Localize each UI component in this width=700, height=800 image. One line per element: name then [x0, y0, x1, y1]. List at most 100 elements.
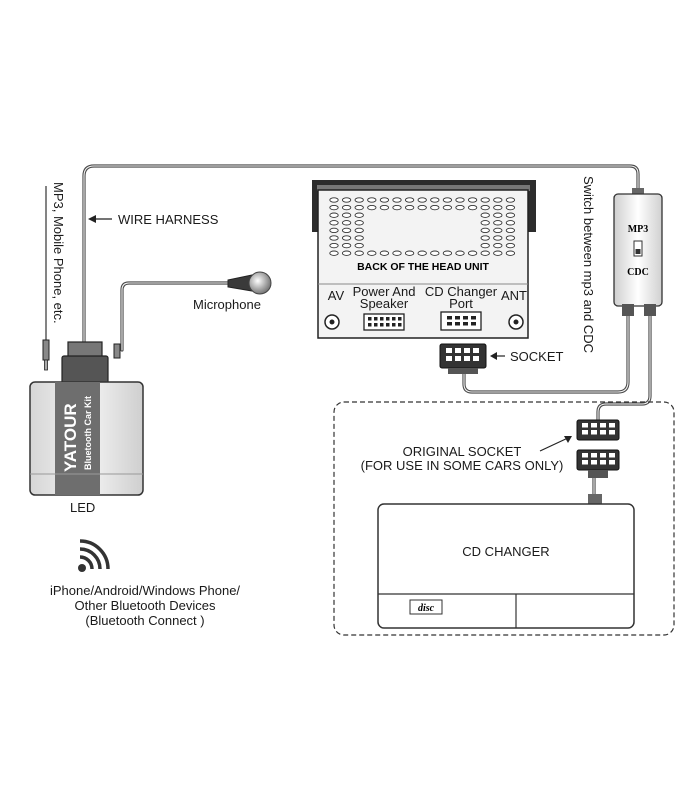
vent-hole: [480, 227, 490, 234]
port-pin: [471, 322, 476, 326]
microphone-cable: [120, 281, 230, 352]
vent-hole: [493, 227, 503, 234]
vent-hole: [493, 242, 503, 249]
port-pin: [463, 322, 468, 326]
vent-hole: [341, 212, 352, 218]
vent-hole: [493, 235, 503, 241]
vent-hole: [341, 197, 352, 203]
port-cdc-label: CD Changer: [425, 284, 498, 299]
ant-jack: [508, 314, 524, 330]
vent-hole: [480, 242, 490, 249]
socket-pin: [609, 430, 615, 435]
svg-text:MP3, Mobile Phone, etc.: MP3, Mobile Phone, etc.: [51, 182, 66, 324]
vent-hole: [467, 204, 478, 211]
vent-hole: [442, 250, 453, 256]
socket-pin: [455, 356, 461, 361]
socket-pin: [446, 348, 452, 353]
av-jack: [324, 314, 340, 330]
svg-text:(Bluetooth Connect ): (Bluetooth Connect ): [85, 613, 204, 628]
vent-hole: [505, 197, 516, 203]
vent-hole: [341, 235, 352, 241]
vent-hole: [379, 204, 390, 211]
socket-pin: [464, 356, 470, 361]
vent-hole: [404, 250, 415, 256]
vent-hole: [467, 250, 478, 256]
svg-text:disc: disc: [418, 603, 435, 614]
vent-hole: [367, 197, 377, 203]
port-pin: [392, 323, 396, 327]
vent-hole: [329, 242, 339, 249]
vent-hole: [392, 250, 402, 256]
port-pin: [455, 322, 460, 326]
vent-hole: [354, 212, 364, 218]
port-pin: [447, 316, 452, 320]
switch-caption: Switch between mp3 and CDC: [581, 176, 596, 353]
vent-hole: [455, 204, 465, 211]
vent-hole: [354, 235, 364, 241]
svg-text:ORIGINAL SOCKET: ORIGINAL SOCKET: [403, 444, 522, 459]
bluetooth-signal-icon: [78, 539, 110, 572]
socket-pin: [582, 453, 588, 458]
port-pin: [368, 317, 372, 321]
vent-hole: [379, 197, 390, 203]
vent-hole: [341, 250, 352, 256]
bluetooth-module: YATOUR Bluetooth Car Kit: [29, 341, 144, 496]
cd-changer: CD CHANGER disc: [377, 494, 635, 629]
microphone-icon: [227, 271, 272, 295]
vent-hole: [442, 204, 453, 211]
vent-hole: [505, 227, 516, 234]
port-power-label-2: Speaker: [360, 296, 409, 311]
port-pin: [463, 316, 468, 320]
vent-hole: [404, 197, 415, 203]
vent-hole: [467, 197, 478, 203]
vent-hole: [480, 250, 490, 256]
svg-text:Other Bluetooth Devices: Other Bluetooth Devices: [75, 598, 216, 613]
port-pin: [380, 323, 384, 327]
vent-hole: [404, 204, 415, 211]
port-av-label: AV: [328, 288, 345, 303]
vent-hole: [329, 212, 339, 218]
socket-pin: [609, 453, 615, 458]
wire-harness-cable: [82, 164, 640, 352]
vent-hole: [341, 242, 352, 249]
port-pin: [471, 316, 476, 320]
mp3-cdc-switch: Switch between mp3 and CDC MP3 CDC: [581, 176, 663, 353]
vent-hole: [392, 197, 402, 203]
socket-label: SOCKET: [490, 349, 564, 364]
vent-hole: [505, 220, 516, 226]
port-pin: [380, 317, 384, 321]
vent-hole: [480, 235, 490, 241]
original-socket-label: ORIGINAL SOCKET (FOR USE IN SOME CARS ON…: [361, 436, 572, 473]
vent-hole: [493, 212, 503, 218]
vent-hole: [354, 250, 364, 256]
vent-hole: [417, 197, 427, 203]
led-label: LED: [70, 500, 95, 515]
vent-hole: [480, 197, 490, 203]
port-pin: [398, 323, 402, 327]
head-unit-title: BACK OF THE HEAD UNIT: [357, 261, 489, 273]
socket-pin: [582, 423, 588, 428]
svg-text:SOCKET: SOCKET: [510, 349, 564, 364]
vent-hole: [430, 197, 440, 203]
vent-hole: [341, 227, 352, 234]
port-pin: [398, 317, 402, 321]
svg-text:Bluetooth Car Kit: Bluetooth Car Kit: [83, 396, 93, 470]
vent-hole: [354, 227, 364, 234]
vent-hole: [493, 220, 503, 226]
vent-hole: [480, 204, 490, 211]
vent-hole: [493, 250, 503, 256]
disc-logo: disc: [409, 599, 443, 615]
microphone-label: Microphone: [193, 297, 261, 312]
head-unit: BACK OF THE HEAD UNIT AV Power And Speak…: [312, 180, 536, 339]
vent-hole: [392, 204, 402, 211]
svg-text:YATOUR: YATOUR: [61, 403, 80, 472]
socket-pin: [600, 460, 606, 465]
socket-pin: [464, 348, 470, 353]
port-pin: [374, 317, 378, 321]
socket-pin: [473, 348, 479, 353]
vent-hole: [329, 204, 339, 211]
cd-changer-port: [440, 311, 482, 331]
socket-pin: [473, 356, 479, 361]
vent-hole: [430, 204, 440, 211]
